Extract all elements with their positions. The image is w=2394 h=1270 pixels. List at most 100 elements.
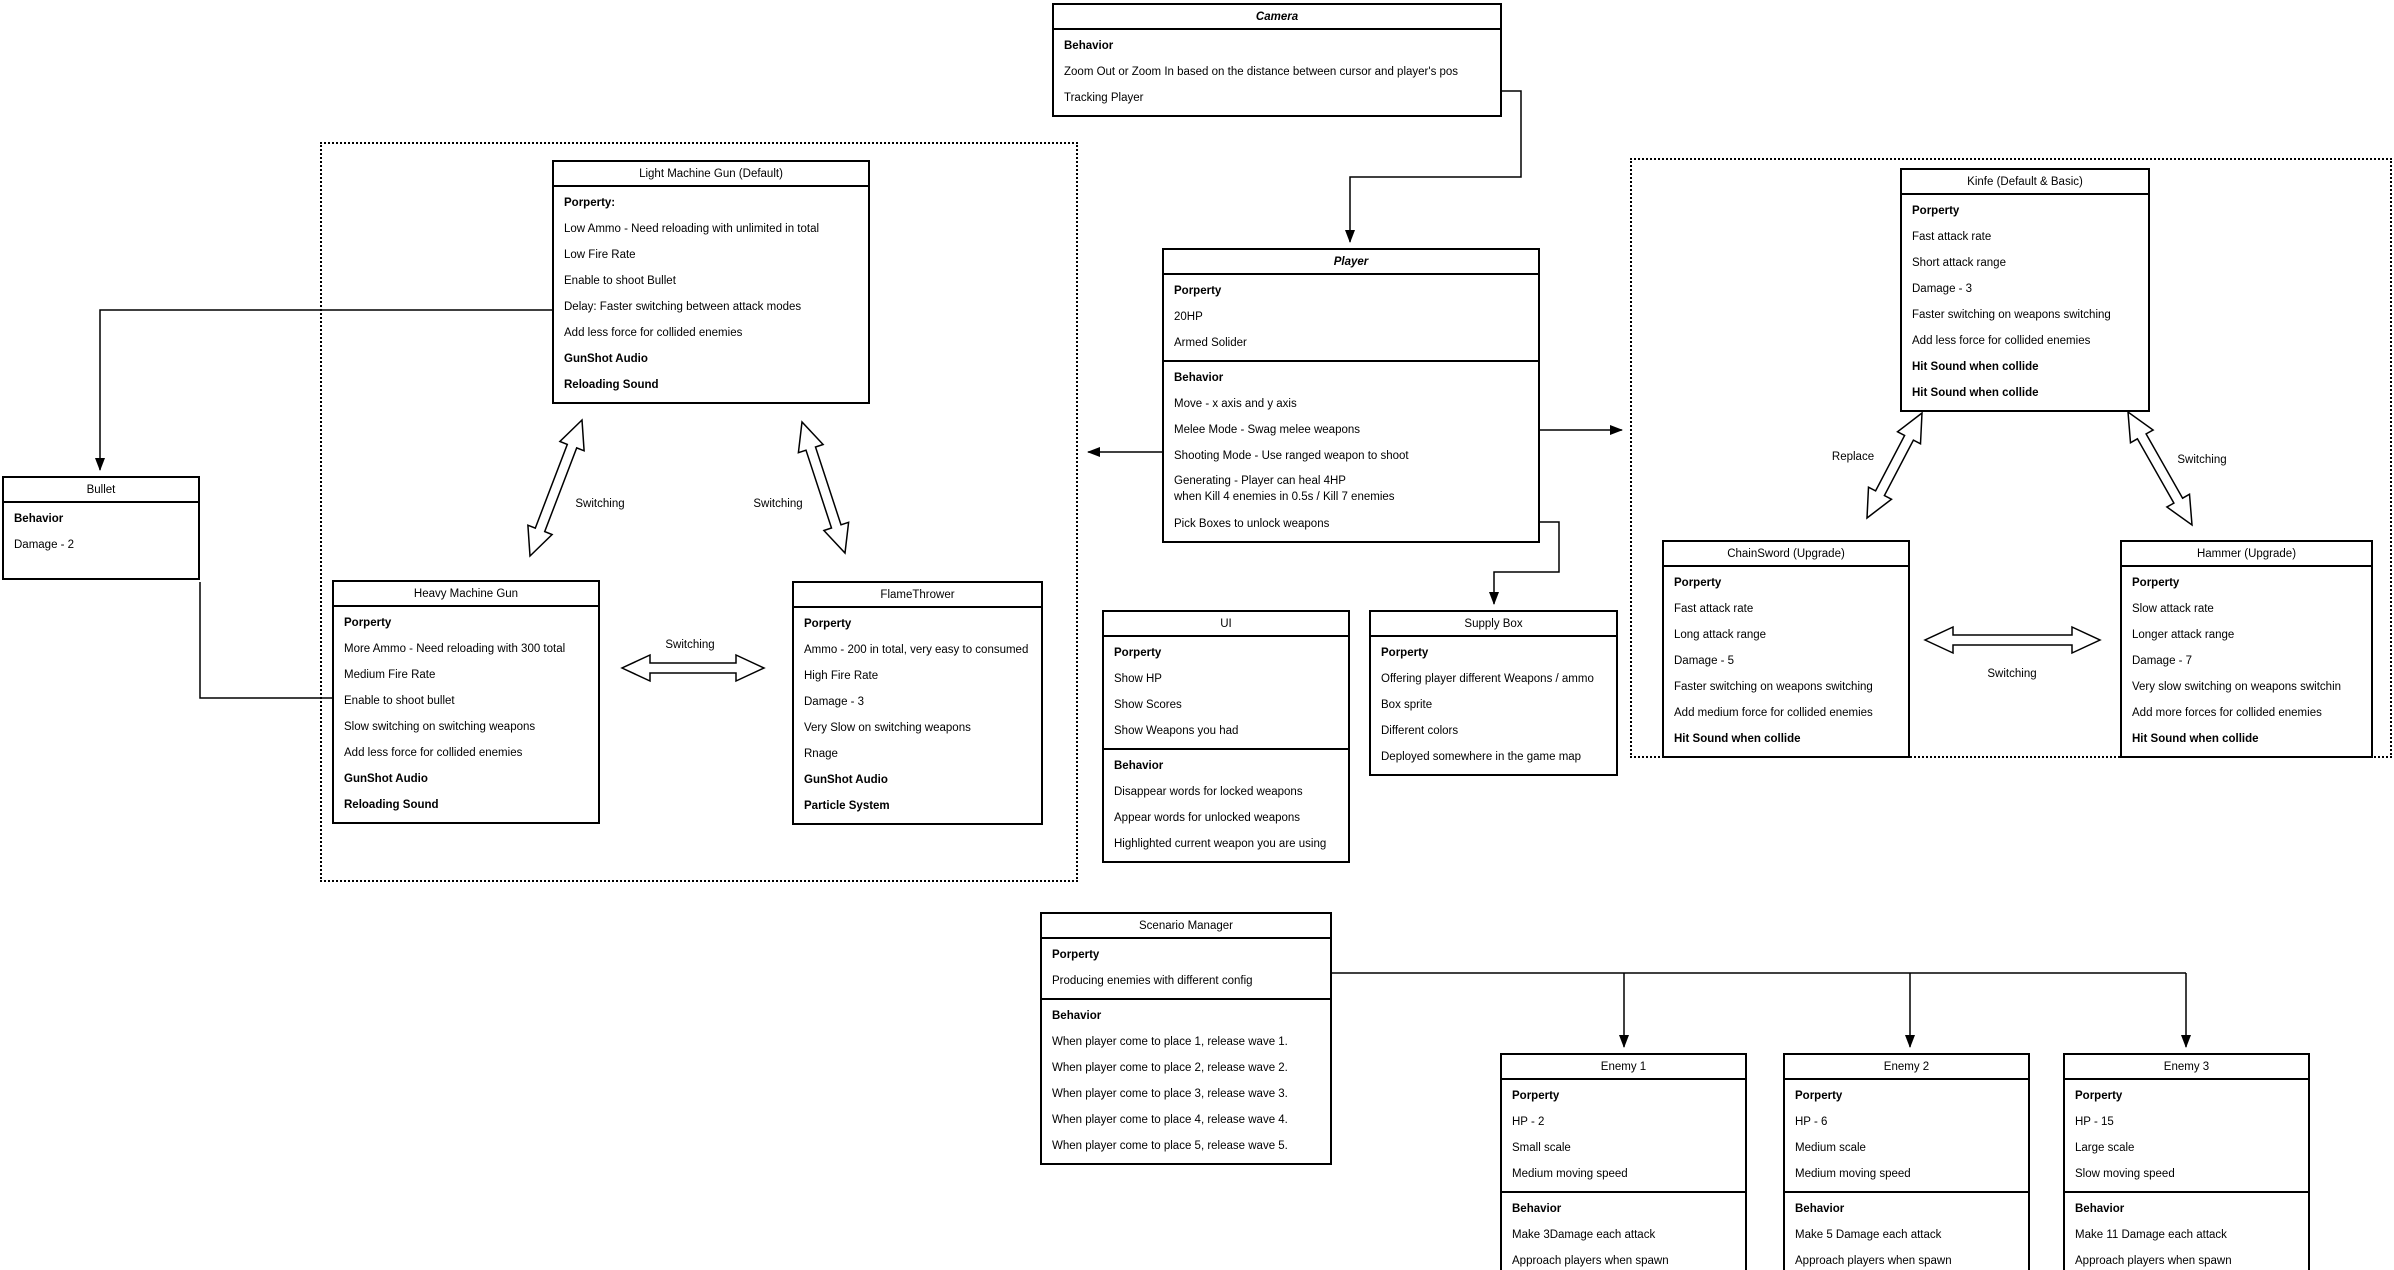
node-item: Particle System (804, 800, 890, 812)
node-item: Small scale (1512, 1142, 1571, 1154)
node-title-player: Player (1164, 250, 1538, 275)
edge-label-knife-hammer: Switching (2174, 454, 2230, 466)
node-item: Tracking Player (1064, 92, 1144, 104)
double-arrow-knife-chainsword (1866, 411, 1923, 520)
edge-lmg-to-bullet (95, 309, 552, 471)
node-item: Box sprite (1381, 699, 1433, 711)
node-item: Porperty (1912, 205, 1960, 217)
node-item: High Fire Rate (804, 670, 879, 682)
node-item: Move - x axis and y axis (1174, 398, 1297, 410)
node-item: Shooting Mode - Use ranged weapon to sho… (1174, 450, 1409, 462)
node-item: Behavior (1795, 1203, 1845, 1215)
node-item: HP - 6 (1795, 1116, 1828, 1128)
node-item: Porperty (804, 618, 852, 630)
node-title-enemy1: Enemy 1 (1502, 1055, 1745, 1080)
ranged-weapons-group (320, 142, 1078, 882)
double-arrow-lmg-flamethrower (797, 420, 850, 555)
edge-hmg-to-bullet (199, 582, 332, 699)
node-item: Reloading Sound (564, 379, 659, 391)
node-item: Medium moving speed (1795, 1168, 1911, 1180)
node-item: Porperty (1114, 647, 1162, 659)
node-item: Damage - 5 (1674, 655, 1735, 667)
node-lmg: Light Machine Gun (Default) Porperty: Low … (552, 160, 870, 404)
node-title-enemy3: Enemy 3 (2065, 1055, 2308, 1080)
edge-label-lmg-hmg: Switching (572, 498, 628, 510)
node-section: Porperty: Low Ammo - Need reloading with … (554, 187, 868, 402)
node-item: Slow moving speed (2075, 1168, 2175, 1180)
node-item: Porperty (344, 617, 392, 629)
node-item: Highlighted current weapon you are using (1114, 838, 1327, 850)
node-title-flamethrower: FlameThrower (794, 583, 1041, 608)
node-item: Porperty (1052, 949, 1100, 961)
node-item: Faster switching on weapons switching (1674, 681, 1873, 693)
node-item: Behavior (1114, 760, 1164, 772)
node-item: Medium moving speed (1512, 1168, 1628, 1180)
node-item: Slow attack rate (2132, 603, 2214, 615)
node-item: Offering player different Weapons / ammo (1381, 673, 1594, 685)
node-item: Show Weapons you had (1114, 725, 1239, 737)
node-item: Damage - 2 (14, 539, 75, 551)
node-title-hmg: Heavy Machine Gun (334, 582, 598, 607)
node-item: Disappear words for locked weapons (1114, 786, 1303, 798)
node-item: Add less force for collided enemies (1912, 335, 2091, 347)
node-title-lmg: Light Machine Gun (Default) (554, 162, 868, 187)
node-item: Appear words for unlocked weapons (1114, 812, 1301, 824)
node-item: Very slow switching on weapons switchin (2132, 681, 2342, 693)
node-item: Damage - 7 (2132, 655, 2193, 667)
node-title-chainsword: ChainSword (Upgrade) (1664, 542, 1908, 567)
node-item: Make 3Damage each attack (1512, 1229, 1656, 1241)
node-item: Low Ammo - Need reloading with unlimited… (564, 223, 820, 235)
node-item: Low Fire Rate (564, 249, 636, 261)
node-item: When player come to place 1, release wav… (1052, 1036, 1288, 1048)
node-item: Deployed somewhere in the game map (1381, 751, 1582, 763)
edge-label-lmg-flamethrower: Switching (750, 498, 806, 510)
node-item: Zoom Out or Zoom In based on the distanc… (1064, 66, 1459, 78)
node-item: Medium Fire Rate (344, 669, 436, 681)
node-item: Behavior (2075, 1203, 2125, 1215)
node-item: Longer attack range (2132, 629, 2235, 641)
melee-weapons-group (1630, 158, 2392, 758)
node-item: When player come to place 2, release wav… (1052, 1062, 1288, 1074)
node-item: Reloading Sound (344, 799, 439, 811)
node-item: Hit Sound when collide (1674, 733, 1801, 745)
node-item: When player come to place 4, release wav… (1052, 1114, 1288, 1126)
node-item: Approach players when spawn (1795, 1255, 1952, 1267)
node-item: Faster switching on weapons switching (1912, 309, 2111, 321)
node-item: GunShot Audio (804, 774, 888, 786)
node-item: Fast attack rate (1674, 603, 1754, 615)
node-item: Add more forces for collided enemies (2132, 707, 2322, 719)
node-item: Damage - 3 (1912, 283, 1973, 295)
node-title-camera: Camera (1054, 5, 1500, 30)
node-item: Enable to shoot Bullet (564, 275, 676, 287)
node-item: HP - 15 (2075, 1116, 2114, 1128)
node-item: Very Slow on switching weapons (804, 722, 971, 734)
double-arrow-lmg-hmg (527, 418, 585, 558)
node-item: Approach players when spawn (1512, 1255, 1669, 1267)
node-item: Porperty: (564, 197, 616, 209)
node-item: Hit Sound when collide (1912, 387, 2039, 399)
node-item: Hit Sound when collide (2132, 733, 2259, 745)
node-item: Delay: Faster switching between attack m… (564, 301, 802, 313)
node-item: Armed Solider (1174, 337, 1247, 349)
node-item: Generating - Player can heal 4HP when Ki… (1174, 475, 1395, 503)
